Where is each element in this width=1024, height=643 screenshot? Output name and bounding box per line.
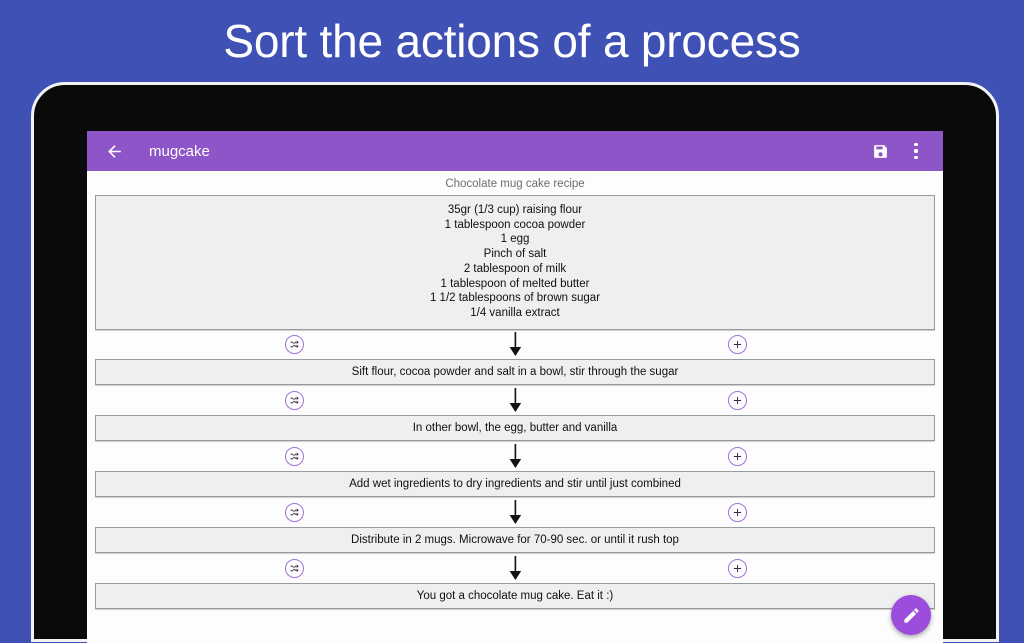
connector-row — [93, 386, 937, 415]
arrow-down-icon — [93, 499, 937, 525]
document-subtitle: Chocolate mug cake recipe — [445, 178, 585, 190]
connector-row — [93, 442, 937, 471]
list-item: Pinch of salt — [483, 248, 547, 261]
list-item: 1 egg — [500, 233, 530, 246]
arrow-down-icon — [93, 331, 937, 357]
shuffle-icon[interactable] — [285, 334, 304, 354]
promo-stage: Sort the actions of a process mugcake — [31, 15, 999, 643]
list-item: 1 1/2 tablespoons of brown sugar — [429, 292, 601, 305]
device-screen: mugcake Chocolate mug cake recipe 35gr (… — [87, 131, 943, 643]
overflow-menu-icon[interactable] — [903, 138, 929, 164]
list-item: 1/4 vanilla extract — [470, 306, 560, 319]
plus-icon[interactable] — [728, 334, 747, 354]
step-card[interactable]: In other bowl, the egg, butter and vanil… — [95, 414, 935, 441]
ingredients-card[interactable]: 35gr (1/3 cup) raising flour 1 tablespoo… — [95, 195, 935, 330]
step-card[interactable]: Sift flour, cocoa powder and salt in a b… — [95, 358, 935, 385]
tablet-device-frame: mugcake Chocolate mug cake recipe 35gr (… — [31, 82, 999, 643]
back-arrow-icon[interactable] — [101, 138, 127, 164]
app-bar: mugcake — [87, 131, 943, 171]
document-body: Chocolate mug cake recipe 35gr (1/3 cup)… — [87, 171, 943, 643]
connector-row — [93, 498, 937, 527]
connector-row — [93, 554, 937, 583]
list-item: 1 tablespoon of melted butter — [440, 277, 590, 290]
step-card[interactable]: Add wet ingredients to dry ingredients a… — [95, 470, 935, 497]
step-card[interactable]: You got a chocolate mug cake. Eat it :) — [95, 582, 935, 609]
shuffle-icon[interactable] — [285, 390, 304, 410]
plus-icon[interactable] — [728, 502, 747, 522]
edit-fab-button[interactable] — [891, 595, 931, 635]
plus-icon[interactable] — [728, 390, 747, 410]
save-icon[interactable] — [867, 138, 893, 164]
shuffle-icon[interactable] — [285, 558, 304, 578]
shuffle-icon[interactable] — [285, 502, 304, 522]
list-item: 1 tablespoon cocoa powder — [444, 218, 586, 231]
connector-row — [93, 330, 937, 359]
overflow-dots — [914, 143, 918, 159]
shuffle-icon[interactable] — [285, 446, 304, 466]
list-item: 2 tablespoon of milk — [463, 262, 567, 275]
arrow-down-icon — [93, 555, 937, 581]
arrow-down-icon — [93, 387, 937, 413]
arrow-down-icon — [93, 443, 937, 469]
plus-icon[interactable] — [728, 558, 747, 578]
app-bar-title: mugcake — [149, 142, 210, 160]
promo-headline: Sort the actions of a process — [223, 15, 801, 67]
plus-icon[interactable] — [728, 446, 747, 466]
list-item: 35gr (1/3 cup) raising flour — [447, 204, 583, 216]
step-card[interactable]: Distribute in 2 mugs. Microwave for 70-9… — [95, 526, 935, 553]
